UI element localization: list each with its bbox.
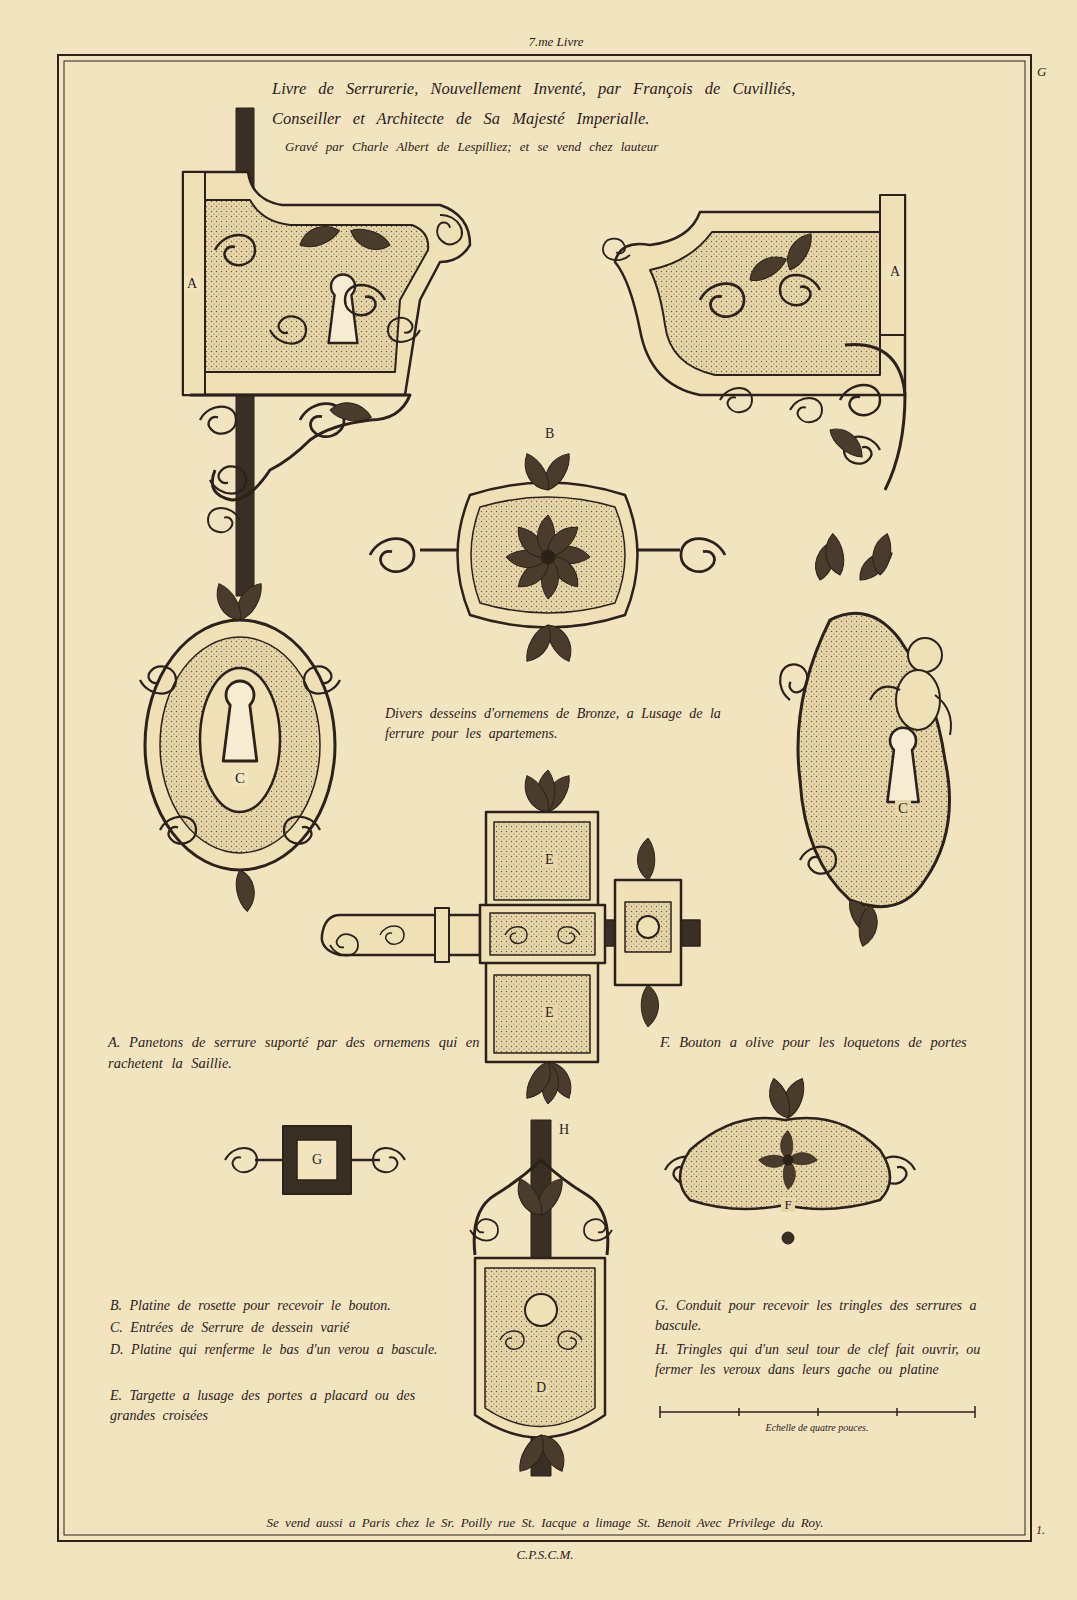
book-number: 7.me Livre bbox=[528, 33, 583, 52]
letter-holder: A bbox=[184, 274, 200, 294]
part-letter: F bbox=[781, 1197, 794, 1212]
scale-label: Echelle de quatre pouces. bbox=[766, 1421, 869, 1436]
letter-holder: C bbox=[232, 768, 248, 790]
legend-entry: E. Targette a lusage des portes a placar… bbox=[110, 1386, 455, 1427]
letter-holder: C bbox=[895, 798, 911, 820]
plate-number: 1. bbox=[1036, 1522, 1045, 1539]
engraver-line: Gravé par Charle Albert de Lespilliez; e… bbox=[285, 138, 658, 157]
part-letter: D bbox=[533, 1380, 549, 1395]
part-letter: G bbox=[309, 1152, 325, 1167]
part-letter: H bbox=[556, 1122, 572, 1137]
part-letter: B bbox=[542, 426, 557, 441]
legend-entry: A. Panetons de serrure suporté par des o… bbox=[108, 1032, 488, 1074]
letter-holder: G bbox=[309, 1150, 325, 1170]
legend-entry: C. Entrées de Serrure de dessein varié bbox=[110, 1318, 480, 1338]
legend-entry: B. Platine de rosette pour recevoir le b… bbox=[110, 1296, 480, 1316]
part-letter: E bbox=[542, 1005, 557, 1020]
letter-holder: A bbox=[887, 262, 903, 282]
letter-holder: E bbox=[542, 850, 557, 870]
letter-holder: B bbox=[542, 424, 557, 444]
letter-holder: D bbox=[533, 1378, 549, 1398]
plate-title: Livre de Serrurerie, Nouvellement Invent… bbox=[272, 74, 832, 134]
monogram: C.P.S.C.M. bbox=[516, 1546, 573, 1565]
part-letter: C bbox=[895, 800, 911, 816]
legend-entry: D. Platine qui renferme le bas d'un vero… bbox=[110, 1340, 455, 1360]
plate-letter: G bbox=[1037, 63, 1046, 82]
part-letter: A bbox=[184, 276, 200, 291]
part-letter: E bbox=[542, 852, 557, 867]
letter-holder: H bbox=[556, 1120, 572, 1140]
legend-entry: G. Conduit pour recevoir les tringles de… bbox=[655, 1296, 985, 1337]
caption-note: Divers desseins d'ornemens de Bronze, a … bbox=[385, 704, 755, 745]
publisher-line: Se vend aussi a Paris chez le Sr. Poilly… bbox=[267, 1514, 824, 1533]
letter-holder: E bbox=[542, 1003, 557, 1023]
letter-holder: F bbox=[781, 1196, 794, 1215]
legend-entry: F. Bouton a olive pour les loquetons de … bbox=[660, 1032, 990, 1053]
part-letter: A bbox=[887, 264, 903, 279]
part-letter: C bbox=[232, 770, 248, 786]
legend-entry: H. Tringles qui d'un seul tour de clef f… bbox=[655, 1340, 985, 1381]
